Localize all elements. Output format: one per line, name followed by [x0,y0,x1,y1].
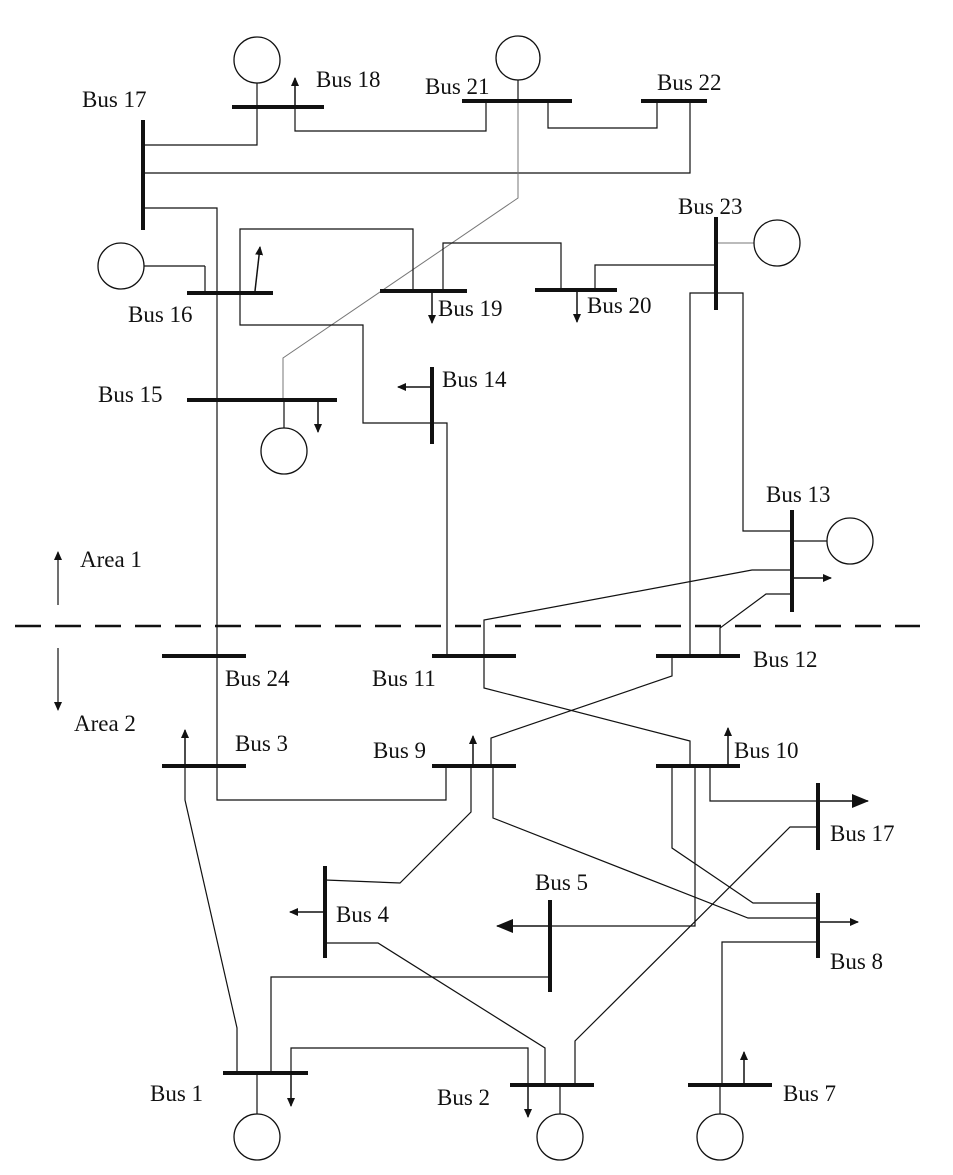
generator-bus-7-icon [696,1113,744,1161]
line-8-7 [721,941,818,1085]
bus-7-label: Bus 7 [783,1081,836,1106]
generator-bus-18-icon [233,36,281,84]
generator-bus-13-icon [826,517,874,565]
bus-16-label: Bus 16 [128,302,193,327]
generator-bus-15-icon [260,427,308,475]
bus-18-label: Bus 18 [316,67,381,92]
generator-bus-16-icon [97,242,145,290]
bus-11-label: Bus 11 [372,666,436,691]
bus-8-label: Bus 8 [830,949,883,974]
line-16-14 [239,291,432,424]
line-10-17b [709,766,818,802]
line-3-1 [184,766,238,1073]
bus-9-label: Bus 9 [373,738,426,763]
line-17-16 [143,207,218,293]
bus-15-label: Bus 15 [98,382,163,407]
line-9-4 [324,766,472,884]
line-24-3 [216,656,447,801]
bus-17-bottom-label: Bus 17 [830,821,895,846]
line-1-2 [290,1047,529,1085]
bus-17-top-label: Bus 17 [82,87,147,112]
transmission-lines [143,101,818,1085]
bus-21-label: Bus 21 [425,74,490,99]
bus-3-label: Bus 3 [235,731,288,756]
bus-labels: Bus 17 Bus 18 Bus 21 Bus 22 Bus 23 Bus 1… [82,67,895,1110]
line-9-8 [492,766,818,919]
line-18-21 [294,101,487,132]
area-2-label: Area 2 [74,711,136,736]
bus-13-label: Bus 13 [766,482,831,507]
line-23-12 [689,292,716,656]
generators [97,35,874,1161]
bus-22-label: Bus 22 [657,70,722,95]
bus-10-label: Bus 10 [734,738,799,763]
generator-bus-2-icon [536,1113,584,1161]
line-21-15 [282,101,519,400]
line-17-18 [143,107,258,146]
line-12-9 [490,656,673,766]
bus-1-label: Bus 1 [150,1081,203,1106]
line-20-23 [594,264,716,290]
generator-bus-23-icon [753,219,801,267]
line-19-20 [442,242,562,291]
line-16-19 [239,228,414,291]
line-13-11 [483,569,792,656]
area-1-label: Area 1 [80,547,142,572]
line-17-22 [143,101,691,174]
load-arrows [181,77,869,1118]
line-4-2 [325,942,546,1085]
bus-5-label: Bus 5 [535,870,588,895]
line-5-1 [270,976,550,1073]
generator-bus-21-icon [495,35,541,81]
bus-24-label: Bus 24 [225,666,290,691]
line-14-11 [432,422,448,656]
bus-23-label: Bus 23 [678,194,743,219]
line-10-8 [671,766,818,904]
bus-4-label: Bus 4 [336,902,390,927]
line-21-22 [547,101,658,129]
line-10-5 [550,766,696,927]
line-2-17b [574,826,818,1085]
bus-12-label: Bus 12 [753,647,818,672]
bus-19-label: Bus 19 [438,296,503,321]
line-13-12 [719,593,792,656]
bus-20-label: Bus 20 [587,293,652,318]
buses [141,99,820,1087]
bus-14-label: Bus 14 [442,367,507,392]
generator-bus-1-icon [233,1113,281,1161]
line-23-13 [716,292,792,532]
bus-2-label: Bus 2 [437,1085,490,1110]
line-11-10 [483,656,691,766]
load-bus-16-arrow-icon [254,246,264,292]
